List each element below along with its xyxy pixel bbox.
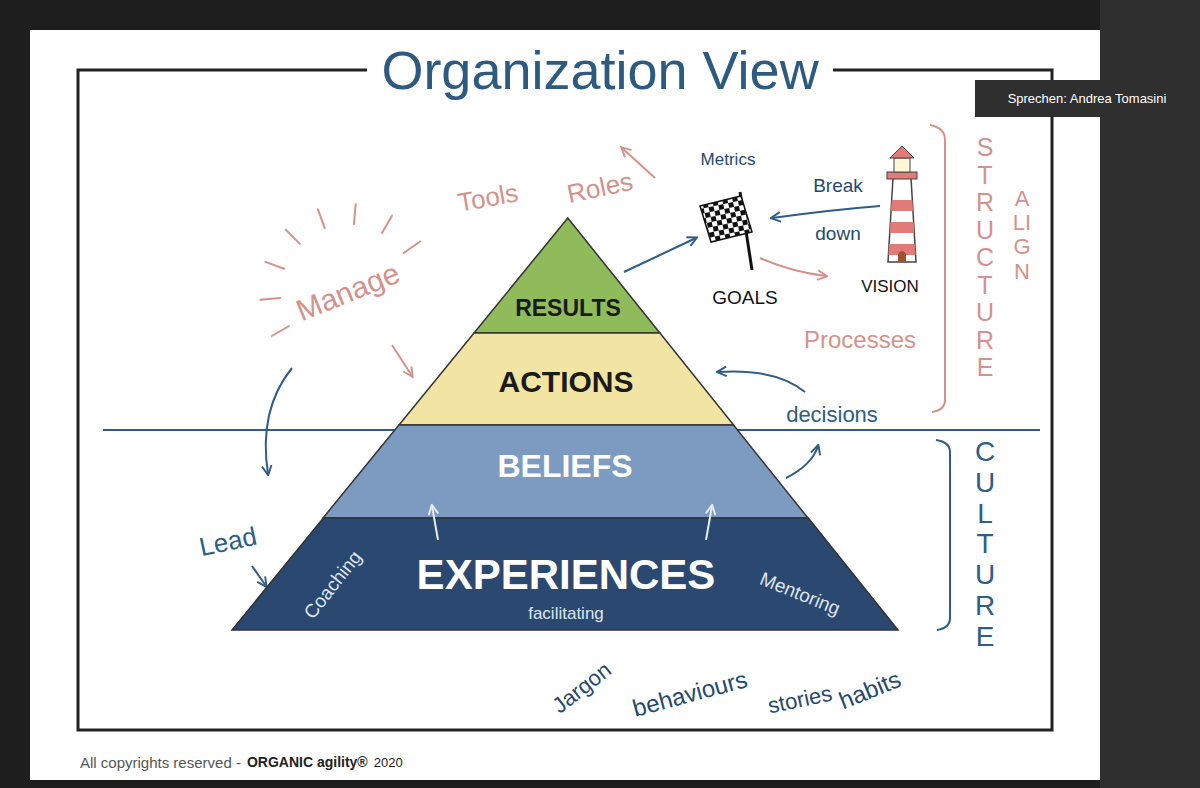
band-text-holder: BELIEFS xyxy=(497,448,632,485)
lighthouse-gallery xyxy=(887,172,917,179)
lighthouse-door xyxy=(898,251,906,262)
side-heading: ALIGN xyxy=(1011,187,1033,284)
arrow-note: Break down xyxy=(803,162,873,258)
title: Organization View xyxy=(367,38,832,102)
side-panel xyxy=(1100,0,1200,788)
results-goals-arrow xyxy=(624,238,696,272)
label-holder: STRUCTURE xyxy=(973,134,998,382)
beliefs-decisions-arrow xyxy=(786,446,818,478)
ray-stroke xyxy=(286,230,300,244)
band-text-holder: ACTIONS xyxy=(498,365,633,399)
label-holder: ORGANIC agility® xyxy=(247,754,368,770)
frame xyxy=(78,70,1052,730)
structure-bracket xyxy=(930,125,945,412)
label-holder: CULTURE xyxy=(971,437,999,653)
lighthouse xyxy=(880,146,925,262)
label-holder: All copyrights reserved - xyxy=(80,754,241,771)
vision-goals-arrow xyxy=(772,206,880,218)
band-fill xyxy=(323,425,808,518)
lighthouse-lamp xyxy=(894,158,910,172)
decisions-actions-arrow xyxy=(718,371,805,392)
growth-arrow xyxy=(432,506,438,540)
label-holder: GOALS xyxy=(712,287,777,309)
label-holder: ALIGN xyxy=(1011,187,1033,284)
label-holder: Metrics xyxy=(701,150,756,170)
side-heading: STRUCTURE xyxy=(973,134,998,382)
copyright-year: 2020 xyxy=(374,755,403,770)
band-fill xyxy=(232,518,898,630)
slide-page xyxy=(30,30,1100,780)
label-holder: VISION xyxy=(861,277,919,297)
label-holder: decisions xyxy=(782,402,882,428)
band-title: ACTIONS xyxy=(498,365,633,399)
goals-vision-arrow xyxy=(760,258,826,276)
checkered-flag xyxy=(700,196,752,242)
side-heading: CULTURE xyxy=(971,437,999,653)
band-title: RESULTS xyxy=(515,295,621,322)
experiences-band: EXPERIENCESCoachingfacilitatingMentoring xyxy=(232,518,898,630)
label-holder: 2020 xyxy=(374,755,403,770)
label-holder: Processes xyxy=(804,326,916,354)
results-band: RESULTS xyxy=(474,218,660,333)
band-text-holder: facilitating xyxy=(528,604,604,624)
beliefs-band: BELIEFS xyxy=(323,425,808,518)
lead-arrow xyxy=(252,566,266,586)
ray-stroke xyxy=(318,209,325,228)
band-note: facilitating xyxy=(528,604,604,624)
ray-stroke xyxy=(272,326,289,336)
manage-arrow xyxy=(392,345,412,376)
ray-stroke xyxy=(260,298,280,300)
band-text-holder: EXPERIENCES xyxy=(417,551,716,599)
goal-caption: GOALS xyxy=(712,287,777,309)
ray-stroke xyxy=(265,262,284,269)
label-holder: Break down xyxy=(803,162,873,258)
ray-stroke xyxy=(382,216,392,233)
vision-caption: VISION xyxy=(861,277,919,297)
speaker-badge xyxy=(975,80,1200,117)
speaker-name: Sprechen: Andrea Tomasini xyxy=(1008,91,1167,106)
culture-bracket xyxy=(936,440,950,630)
band-title: BELIEFS xyxy=(497,448,632,485)
growth-arrow xyxy=(706,506,712,540)
metric-note: Metrics xyxy=(701,150,756,170)
ray-stroke xyxy=(354,204,356,224)
band-title: EXPERIENCES xyxy=(417,551,716,599)
band-fill xyxy=(399,333,734,425)
band-text-holder: RESULTS xyxy=(515,295,621,322)
process-note: Processes xyxy=(804,326,916,354)
band-fill xyxy=(474,218,660,333)
lighthouse-cap xyxy=(890,146,914,158)
label-holder: Sprechen: Andrea Tomasini xyxy=(1008,91,1167,106)
manage-rays xyxy=(260,204,420,336)
copyright-note: All copyrights reserved - xyxy=(80,754,241,771)
actions-band: ACTIONS xyxy=(399,333,734,425)
manage-lead-arrow xyxy=(266,368,292,474)
brand-name: ORGANIC agility® xyxy=(247,754,368,770)
decision-note: decisions xyxy=(782,402,882,428)
ray-stroke xyxy=(404,242,420,253)
lighthouse-stripes xyxy=(880,200,925,255)
